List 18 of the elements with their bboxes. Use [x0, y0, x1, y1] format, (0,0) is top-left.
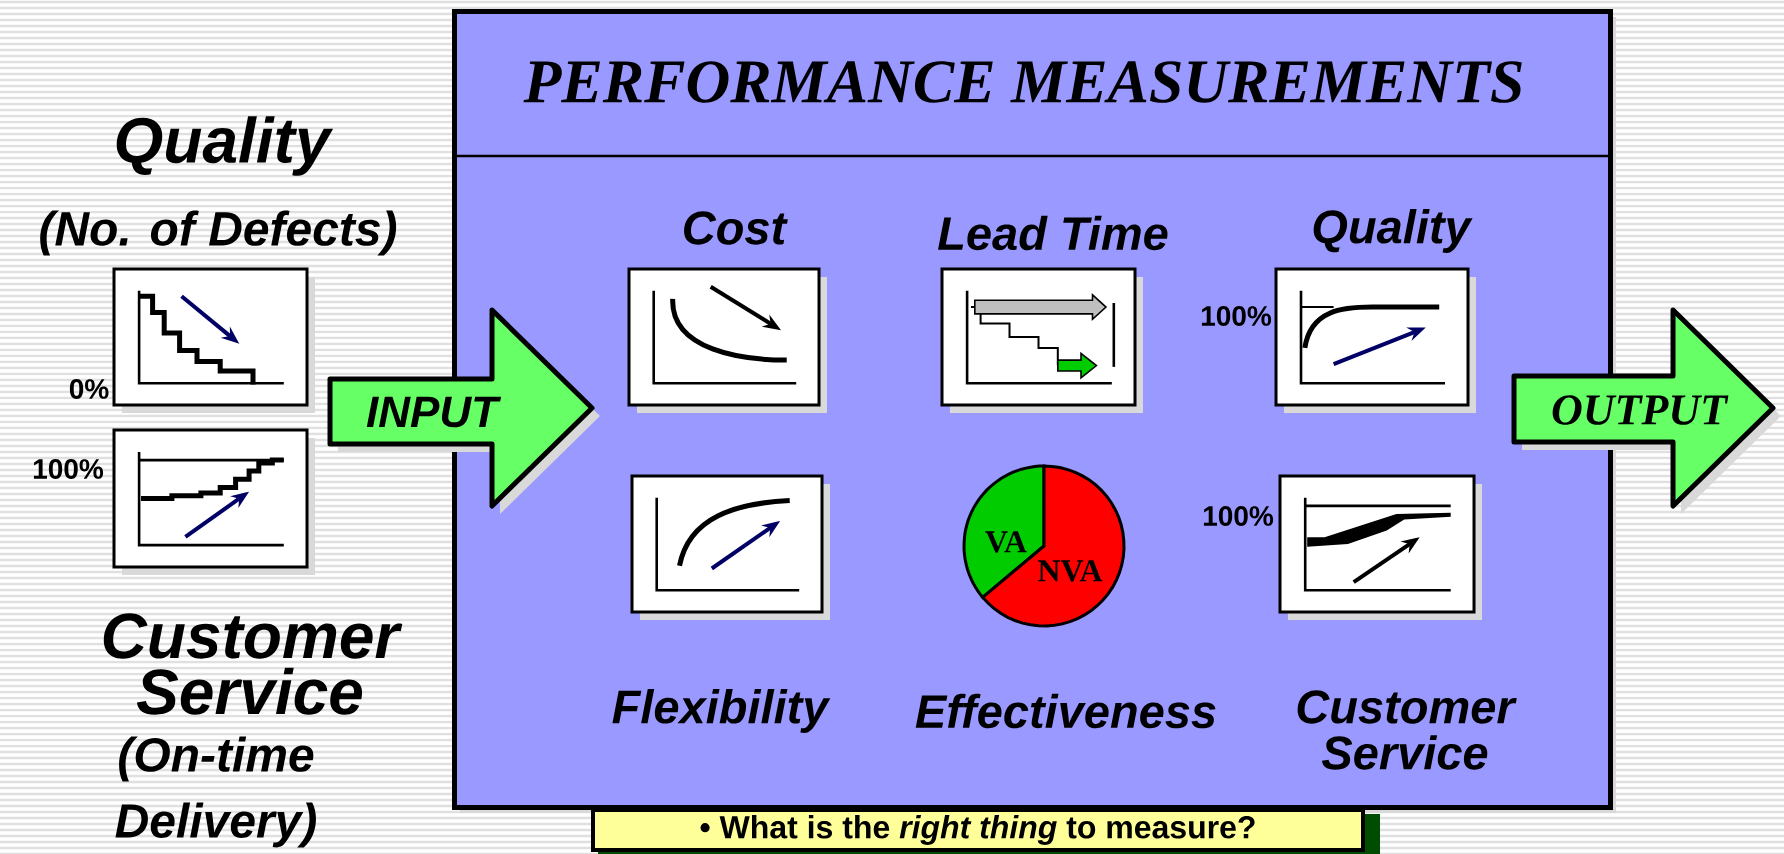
chart-title: Customer Service	[1297, 690, 1517, 770]
chart-title: Quality	[1313, 209, 1473, 253]
axis-label: 100%	[1203, 506, 1274, 526]
chart-title: Cost	[684, 211, 788, 245]
axis-label: 100%	[33, 459, 104, 479]
heading: Customer Service	[103, 613, 403, 715]
subheading: (On-time Delivery)	[115, 736, 316, 848]
chart-title: Lead Time	[938, 215, 1168, 251]
panel-title: PERFORMANCE MEASUREMENTS	[523, 61, 1522, 103]
heading: Quality	[116, 116, 334, 176]
note-box: • What is the right thing to measure?	[591, 808, 1380, 854]
slice-label: VA	[985, 531, 1027, 553]
axis-label: 0%	[69, 379, 109, 399]
chart-title: Effectiveness	[915, 693, 1216, 729]
chart-title: Flexibility	[612, 689, 831, 733]
subheading: (No. of Defects)	[40, 210, 397, 256]
slice-label: NVA	[1038, 560, 1103, 582]
axis-label: 100%	[1201, 306, 1272, 326]
